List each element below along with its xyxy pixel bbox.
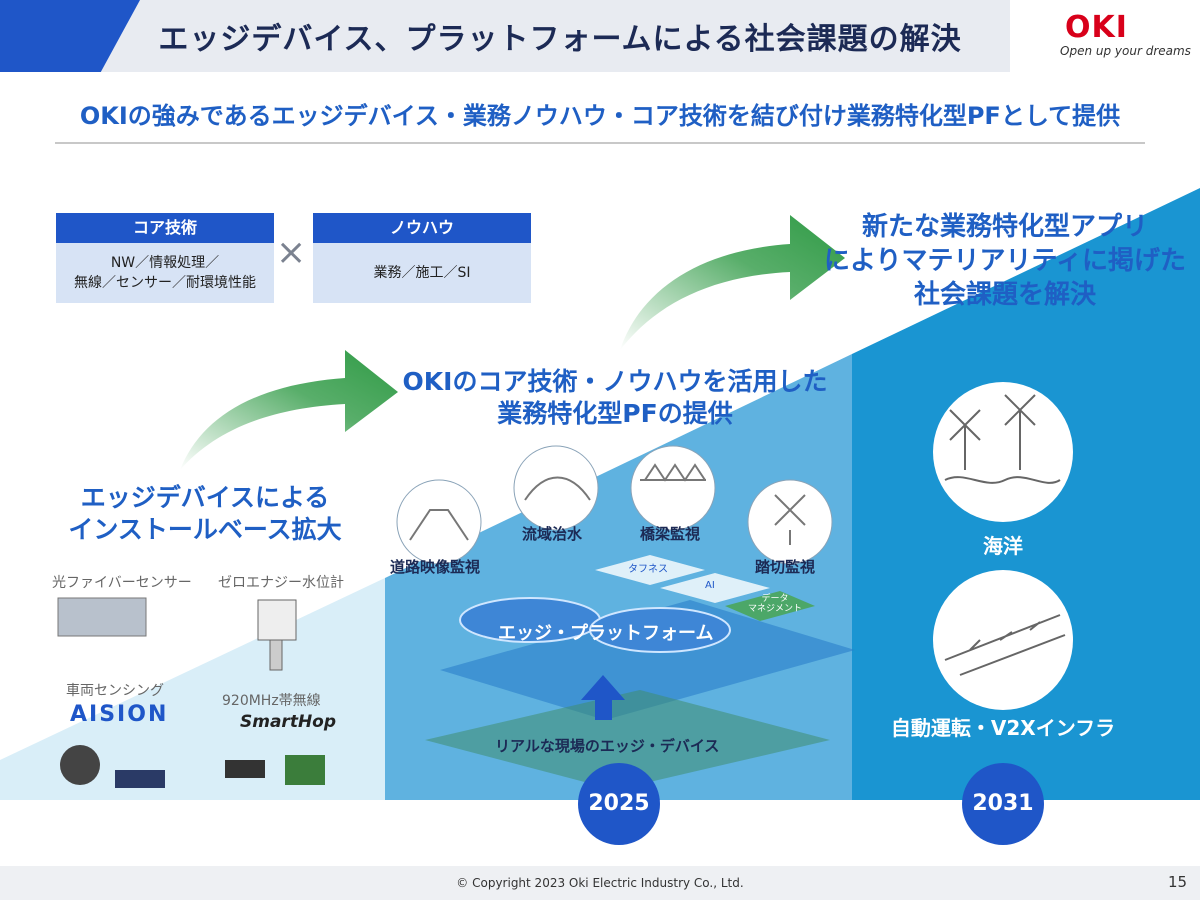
- subtitle-divider: [55, 142, 1145, 144]
- river-icon: [524, 476, 591, 501]
- header-bar: [0, 0, 1200, 72]
- data-mgmt-line2: マネジメント: [748, 604, 803, 614]
- tile-data: [725, 591, 815, 621]
- knowhow-box: ノウハウ 業務／施工／SI: [313, 213, 531, 303]
- edge-platform-label: エッジ・プラットフォーム: [498, 623, 714, 644]
- tile-ai: [660, 573, 770, 603]
- core-tech-body: NW／情報処理／ 無線／センサー／耐環境性能: [56, 243, 274, 293]
- 920mhz-label: 920MHz帯無線: [222, 693, 321, 709]
- logo-area: [1010, 0, 1200, 72]
- copyright-text: © Copyright 2023 Oki Electric Industry C…: [456, 876, 744, 890]
- core-tech-box: コア技術 NW／情報処理／ 無線／センサー／耐環境性能: [56, 213, 274, 303]
- oki-logo: OKI: [1065, 10, 1128, 45]
- bridge-icon: [640, 463, 706, 482]
- road-monitoring-label: 道路映像監視: [390, 558, 481, 576]
- growth-arrow-1: [180, 350, 398, 470]
- crossing-circle: [747, 479, 833, 565]
- aision-logo: AISION: [70, 702, 169, 727]
- stage2-title-line1: OKIのコア技術・ノウハウを活用した: [402, 367, 828, 396]
- bridge-circle: [630, 445, 716, 531]
- river-circle: [513, 445, 599, 531]
- wave-icon: [944, 476, 1061, 484]
- crossing-monitoring-label: 踏切監視: [755, 558, 816, 576]
- growth-arrow-2: [620, 215, 845, 350]
- year-2031-badge: 2031: [962, 763, 1044, 845]
- zero-energy-gauge-label: ゼロエナジー水位計: [218, 575, 344, 591]
- ocean-label: 海洋: [983, 534, 1023, 558]
- stage1-title-line1: エッジデバイスによる: [80, 483, 330, 512]
- field-devices-label: リアルな現場のエッジ・デバイス: [495, 737, 720, 755]
- camera-device: [60, 745, 100, 785]
- stage3-title-line1: 新たな業務特化型アプリ: [861, 212, 1148, 242]
- smarthop-logo: SmartHop: [240, 712, 337, 732]
- slide-subtitle: OKIの強みであるエッジデバイス・業務ノウハウ・コア技術を結び付け業務特化型PF…: [79, 102, 1121, 130]
- stage1-title-line2: インストールベース拡大: [68, 515, 342, 544]
- router-device: [115, 770, 165, 788]
- footer-bar: [0, 866, 1200, 900]
- logo-slogan: Open up your dreams: [1060, 44, 1191, 58]
- core-tech-heading: コア技術: [56, 213, 274, 243]
- stage3-title: 新たな業務特化型アプリ によりマテリアリティに掲げた 社会課題を解決: [820, 210, 1190, 312]
- auto-circle: [933, 570, 1073, 710]
- stage3-title-line2: によりマテリアリティに掲げた: [824, 246, 1186, 276]
- road-icon: [409, 509, 469, 541]
- knowhow-heading: ノウハウ: [313, 213, 531, 243]
- core-tech-line1: NW／情報処理／: [110, 255, 220, 271]
- platform-layer-base: [440, 600, 855, 720]
- traffic-icon: [944, 614, 1066, 676]
- core-tech-line2: 無線／センサー／耐環境性能: [74, 275, 256, 291]
- tafness-tile-label: タフネス: [628, 564, 668, 575]
- fiber-sensor-label: 光ファイバーセンサー: [52, 575, 192, 591]
- stage2-title: OKIのコア技術・ノウハウを活用した 業務特化型PFの提供: [370, 366, 860, 430]
- page-number: 15: [1168, 873, 1188, 891]
- data-mgmt-tile-label: データ マネジメント: [748, 594, 802, 614]
- stage1-title: エッジデバイスによる インストールベース拡大: [40, 482, 370, 546]
- radio-board-device: [285, 755, 325, 785]
- stage3-title-line3: 社会課題を解決: [913, 280, 1096, 310]
- road-circle: [396, 479, 482, 565]
- tile-tafness: [595, 555, 705, 585]
- fiber-sensor-device: [57, 597, 147, 637]
- ai-tile-label: AI: [705, 580, 715, 591]
- platform-ellipse-right: [589, 607, 731, 653]
- year-2025-badge: 2025: [578, 763, 660, 845]
- bridge-monitoring-label: 橋梁監視: [640, 525, 701, 543]
- river-control-label: 流域治水: [522, 525, 583, 543]
- crossing-icon: [774, 494, 806, 545]
- times-symbol: ×: [276, 232, 307, 273]
- knowhow-body: 業務／施工／SI: [373, 265, 471, 281]
- up-arrow: [581, 675, 625, 720]
- wind-turbine-icon: [949, 394, 1036, 470]
- field-city-layer: [425, 690, 830, 790]
- water-gauge-pole: [269, 639, 283, 671]
- autonomous-driving-label: 自動運転・V2Xインフラ: [890, 716, 1116, 740]
- radio-module-device: [225, 760, 265, 778]
- vehicle-sensing-label: 車両センシング: [66, 683, 164, 699]
- data-mgmt-line1: データ: [761, 594, 789, 604]
- page-title: エッジデバイス、プラットフォームによる社会課題の解決: [158, 22, 962, 57]
- stage2-title-line2: 業務特化型PFの提供: [497, 399, 733, 428]
- water-gauge-device: [257, 599, 297, 641]
- ocean-circle: [933, 382, 1073, 522]
